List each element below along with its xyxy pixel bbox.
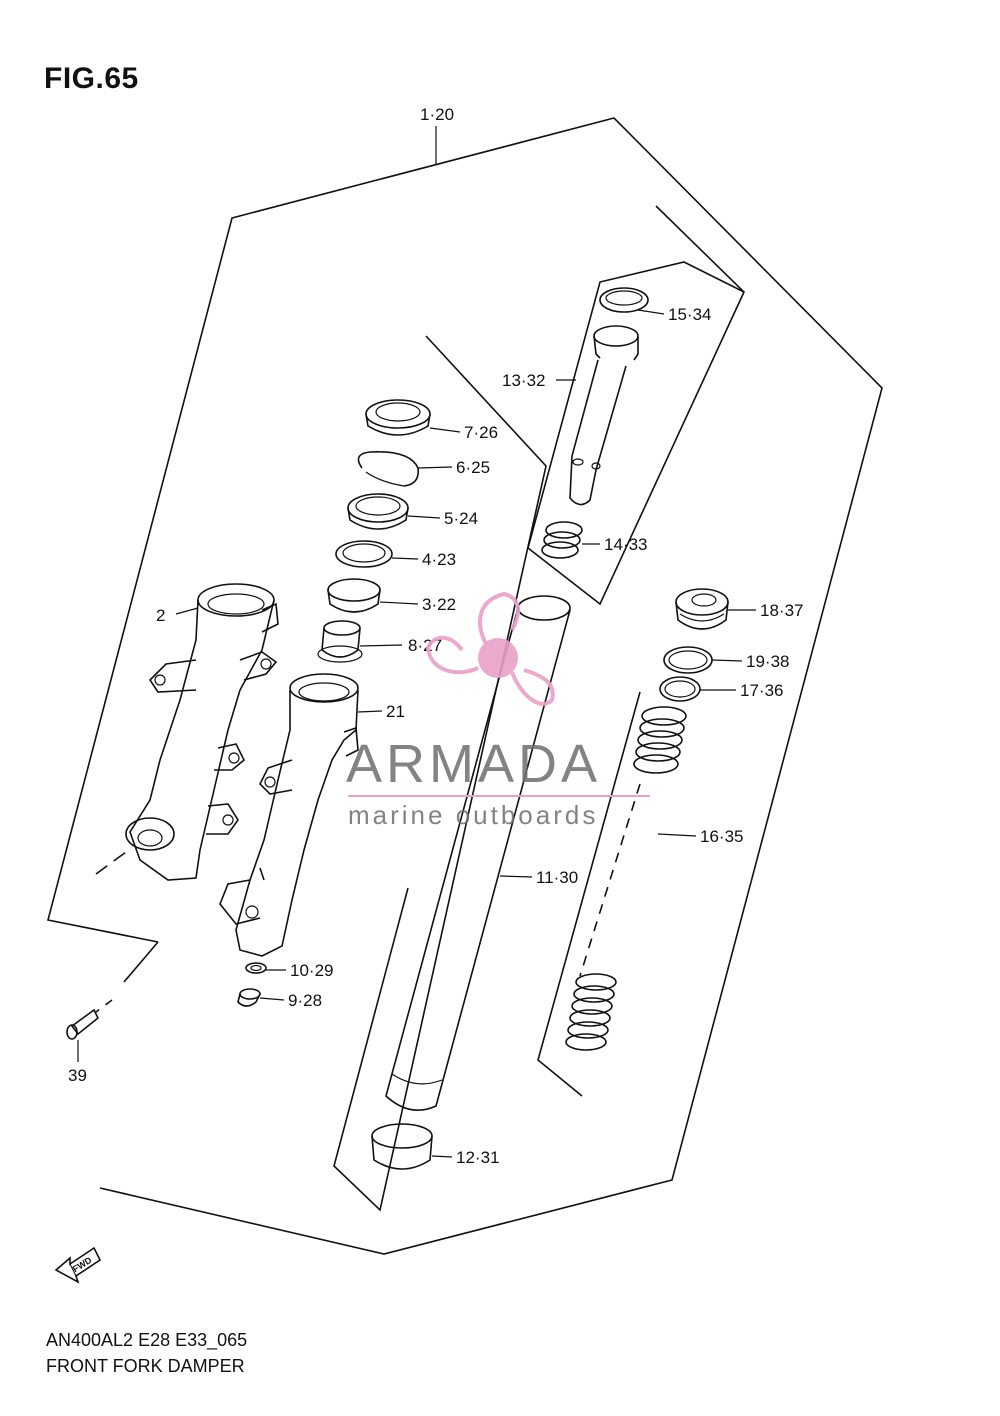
callout-21: 21 xyxy=(386,702,405,721)
callout-18-37: 18·37 xyxy=(760,601,803,620)
armada-logo-icon xyxy=(425,591,555,706)
fork-spring-part-16 xyxy=(565,706,687,1051)
callout-13-32: 13·32 xyxy=(502,371,545,390)
callout-1-20: 1·20 xyxy=(420,105,454,124)
seal-washer-part-4 xyxy=(335,540,393,568)
watermark-tagline: marine outboards xyxy=(348,800,598,830)
assembly-frame-dash-a xyxy=(95,851,127,875)
callout-39: 39 xyxy=(68,1066,87,1085)
callout-12-31: 12·31 xyxy=(456,1148,499,1167)
gasket-part-10 xyxy=(245,962,267,974)
stopper-ring-part-6 xyxy=(357,451,420,487)
callout-15-34: 15·34 xyxy=(668,305,711,324)
bolt-part-9 xyxy=(237,988,261,1007)
callout-19-38: 19·38 xyxy=(746,652,789,671)
bolt-part-39 xyxy=(66,1008,100,1040)
inner-frame-right xyxy=(527,205,745,606)
diagram-name: FRONT FORK DAMPER xyxy=(46,1356,245,1376)
dust-seal-part-7 xyxy=(365,399,431,436)
callout-4-23: 4·23 xyxy=(422,550,456,569)
oil-seal-part-5 xyxy=(347,493,409,530)
damper-rod-part-13 xyxy=(569,325,639,506)
rebound-spring-part-14 xyxy=(541,521,583,559)
fwd-arrow-icon: FWD xyxy=(54,1246,102,1284)
callout-10-29: 10·29 xyxy=(290,961,333,980)
assembly-frame-dash-c xyxy=(95,999,113,1013)
callout-5-24: 5·24 xyxy=(444,509,478,528)
callout-6-25: 6·25 xyxy=(456,458,490,477)
bushing-part-3 xyxy=(327,578,381,613)
callout-16-35: 16·35 xyxy=(700,827,743,846)
inner-frame-spring xyxy=(537,691,641,1097)
o-ring-part-19 xyxy=(663,646,713,674)
callout-2: 2 xyxy=(156,606,165,625)
damper-rod-frame xyxy=(527,261,745,549)
assembly-frame-dash-b xyxy=(123,941,159,983)
spacer-part-17 xyxy=(659,676,701,702)
callout-11-30: 11·30 xyxy=(536,868,578,887)
outer-tube-right-part-21 xyxy=(219,673,359,957)
assembly-frame-outer xyxy=(47,117,883,1255)
callout-9-28: 9·28 xyxy=(288,991,322,1010)
callout-3-22: 3·22 xyxy=(422,595,456,614)
piston-ring-part-15 xyxy=(599,287,649,313)
callout-14-33: 14·33 xyxy=(604,535,647,554)
model-code: AN400AL2 E28 E33_065 xyxy=(46,1330,248,1350)
inner-frame-left xyxy=(333,335,547,1212)
figure-title: FIG.65 xyxy=(44,62,139,95)
cap-bolt-part-18 xyxy=(675,588,729,630)
slide-bushing-part-12 xyxy=(371,1123,433,1170)
callout-17-36: 17·36 xyxy=(740,681,783,700)
callout-7-26: 7·26 xyxy=(464,423,498,442)
leader-lines xyxy=(77,126,756,1158)
outer-tube-left-part-2 xyxy=(125,583,279,881)
oil-lock-piece-part-8 xyxy=(317,620,363,663)
inner-tube-part-11 xyxy=(385,595,571,1112)
watermark-brand: ARMADA xyxy=(346,734,601,794)
